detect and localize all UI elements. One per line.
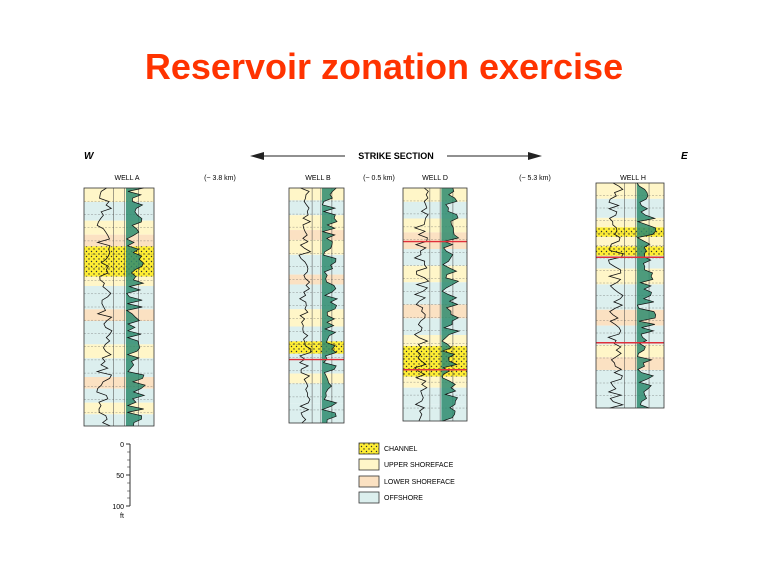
facies-band: [289, 383, 344, 404]
well-log-a: [83, 187, 155, 427]
facies-band: [84, 246, 154, 265]
east-label: E: [681, 151, 688, 162]
west-label: W: [84, 151, 95, 162]
facies-band: [84, 344, 154, 359]
facies-band: [84, 388, 154, 403]
facies-band: [596, 369, 664, 389]
facies-band: [403, 265, 467, 283]
well-name-a: WELL A: [114, 175, 139, 182]
facies-band: [289, 239, 344, 255]
facies-band: [84, 234, 154, 247]
well-name-h: WELL H: [620, 175, 646, 182]
facies-band: [403, 249, 467, 266]
well-spacing-b-d: (~ 0.5 km): [363, 175, 395, 182]
scale-tick-50: 50: [116, 473, 124, 480]
facies-band: [596, 236, 664, 247]
well-spacing-a-b: (~ 3.8 km): [204, 175, 236, 182]
facies-band: [289, 309, 344, 327]
facies-band: [84, 276, 154, 286]
facies-band: [84, 414, 154, 426]
facies-band: [596, 217, 664, 228]
facies-band: [289, 326, 344, 342]
facies-band: [596, 198, 664, 218]
facies-band: [596, 388, 664, 408]
facies-band: [289, 254, 344, 275]
facies-band: [403, 318, 467, 336]
legend-swatch-offshore: [358, 491, 380, 504]
facies-band: [289, 274, 344, 285]
facies-band: [84, 188, 154, 202]
well-spacing-d-h: (~ 5.3 km): [519, 175, 551, 182]
legend-swatch-lower-shoreface: [358, 475, 380, 488]
facies-band: [289, 200, 344, 216]
depth-scale: 0 50 100 ft: [112, 442, 131, 520]
well-name-b: WELL B: [305, 175, 331, 182]
facies-band: [84, 402, 154, 415]
well-name-d: WELL D: [422, 175, 448, 182]
facies-band: [403, 335, 467, 347]
facies-band: [403, 404, 467, 421]
facies-band: [289, 353, 344, 374]
legend-swatch-channel: [358, 442, 380, 455]
facies-band: [596, 357, 664, 370]
facies-band: [84, 321, 154, 345]
facies-band: [596, 268, 664, 285]
well-log-h: [595, 182, 665, 409]
facies-band: [84, 309, 154, 321]
facies-band: [596, 344, 664, 358]
facies-band: [403, 218, 467, 233]
facies-band: [403, 387, 467, 405]
facies-band: [403, 346, 467, 360]
facies-band: [289, 188, 344, 201]
section-label: STRIKE SECTION: [358, 151, 434, 161]
facies-band: [289, 403, 344, 423]
facies-band: [596, 325, 664, 345]
facies-band: [403, 359, 467, 377]
legend: CHANNEL UPPER SHOREFACE LOWER SHOREFACE …: [358, 442, 455, 504]
facies-band: [403, 304, 467, 319]
legend-label-channel: CHANNEL: [384, 446, 418, 453]
facies-band: [84, 358, 154, 377]
facies-band: [596, 284, 664, 310]
facies-band: [403, 232, 467, 250]
facies-band: [596, 227, 664, 237]
well-log-d: [402, 187, 468, 422]
legend-swatch-upper-shoreface: [358, 458, 380, 471]
page-title: Reservoir zonation exercise: [144, 46, 624, 87]
scale-tick-0: 0: [120, 442, 124, 449]
facies-band: [84, 202, 154, 221]
facies-band: [403, 188, 467, 202]
scale-unit: ft: [120, 513, 124, 520]
facies-band: [84, 265, 154, 277]
arrow-left-icon: [250, 152, 264, 160]
facies-band: [596, 246, 664, 256]
facies-band: [403, 282, 467, 305]
arrow-right-icon: [528, 152, 542, 160]
facies-band: [596, 183, 664, 199]
facies-band: [289, 230, 344, 240]
legend-label-offshore: OFFSHORE: [384, 495, 423, 502]
well-log-b: [288, 187, 345, 424]
facies-band: [289, 373, 344, 384]
facies-band: [84, 286, 154, 310]
legend-label-lower-shoreface: LOWER SHOREFACE: [384, 479, 455, 486]
legend-label-upper-shoreface: UPPER SHOREFACE: [384, 462, 454, 469]
facies-band: [84, 377, 154, 389]
facies-band: [289, 215, 344, 231]
scale-tick-100: 100: [112, 504, 124, 511]
